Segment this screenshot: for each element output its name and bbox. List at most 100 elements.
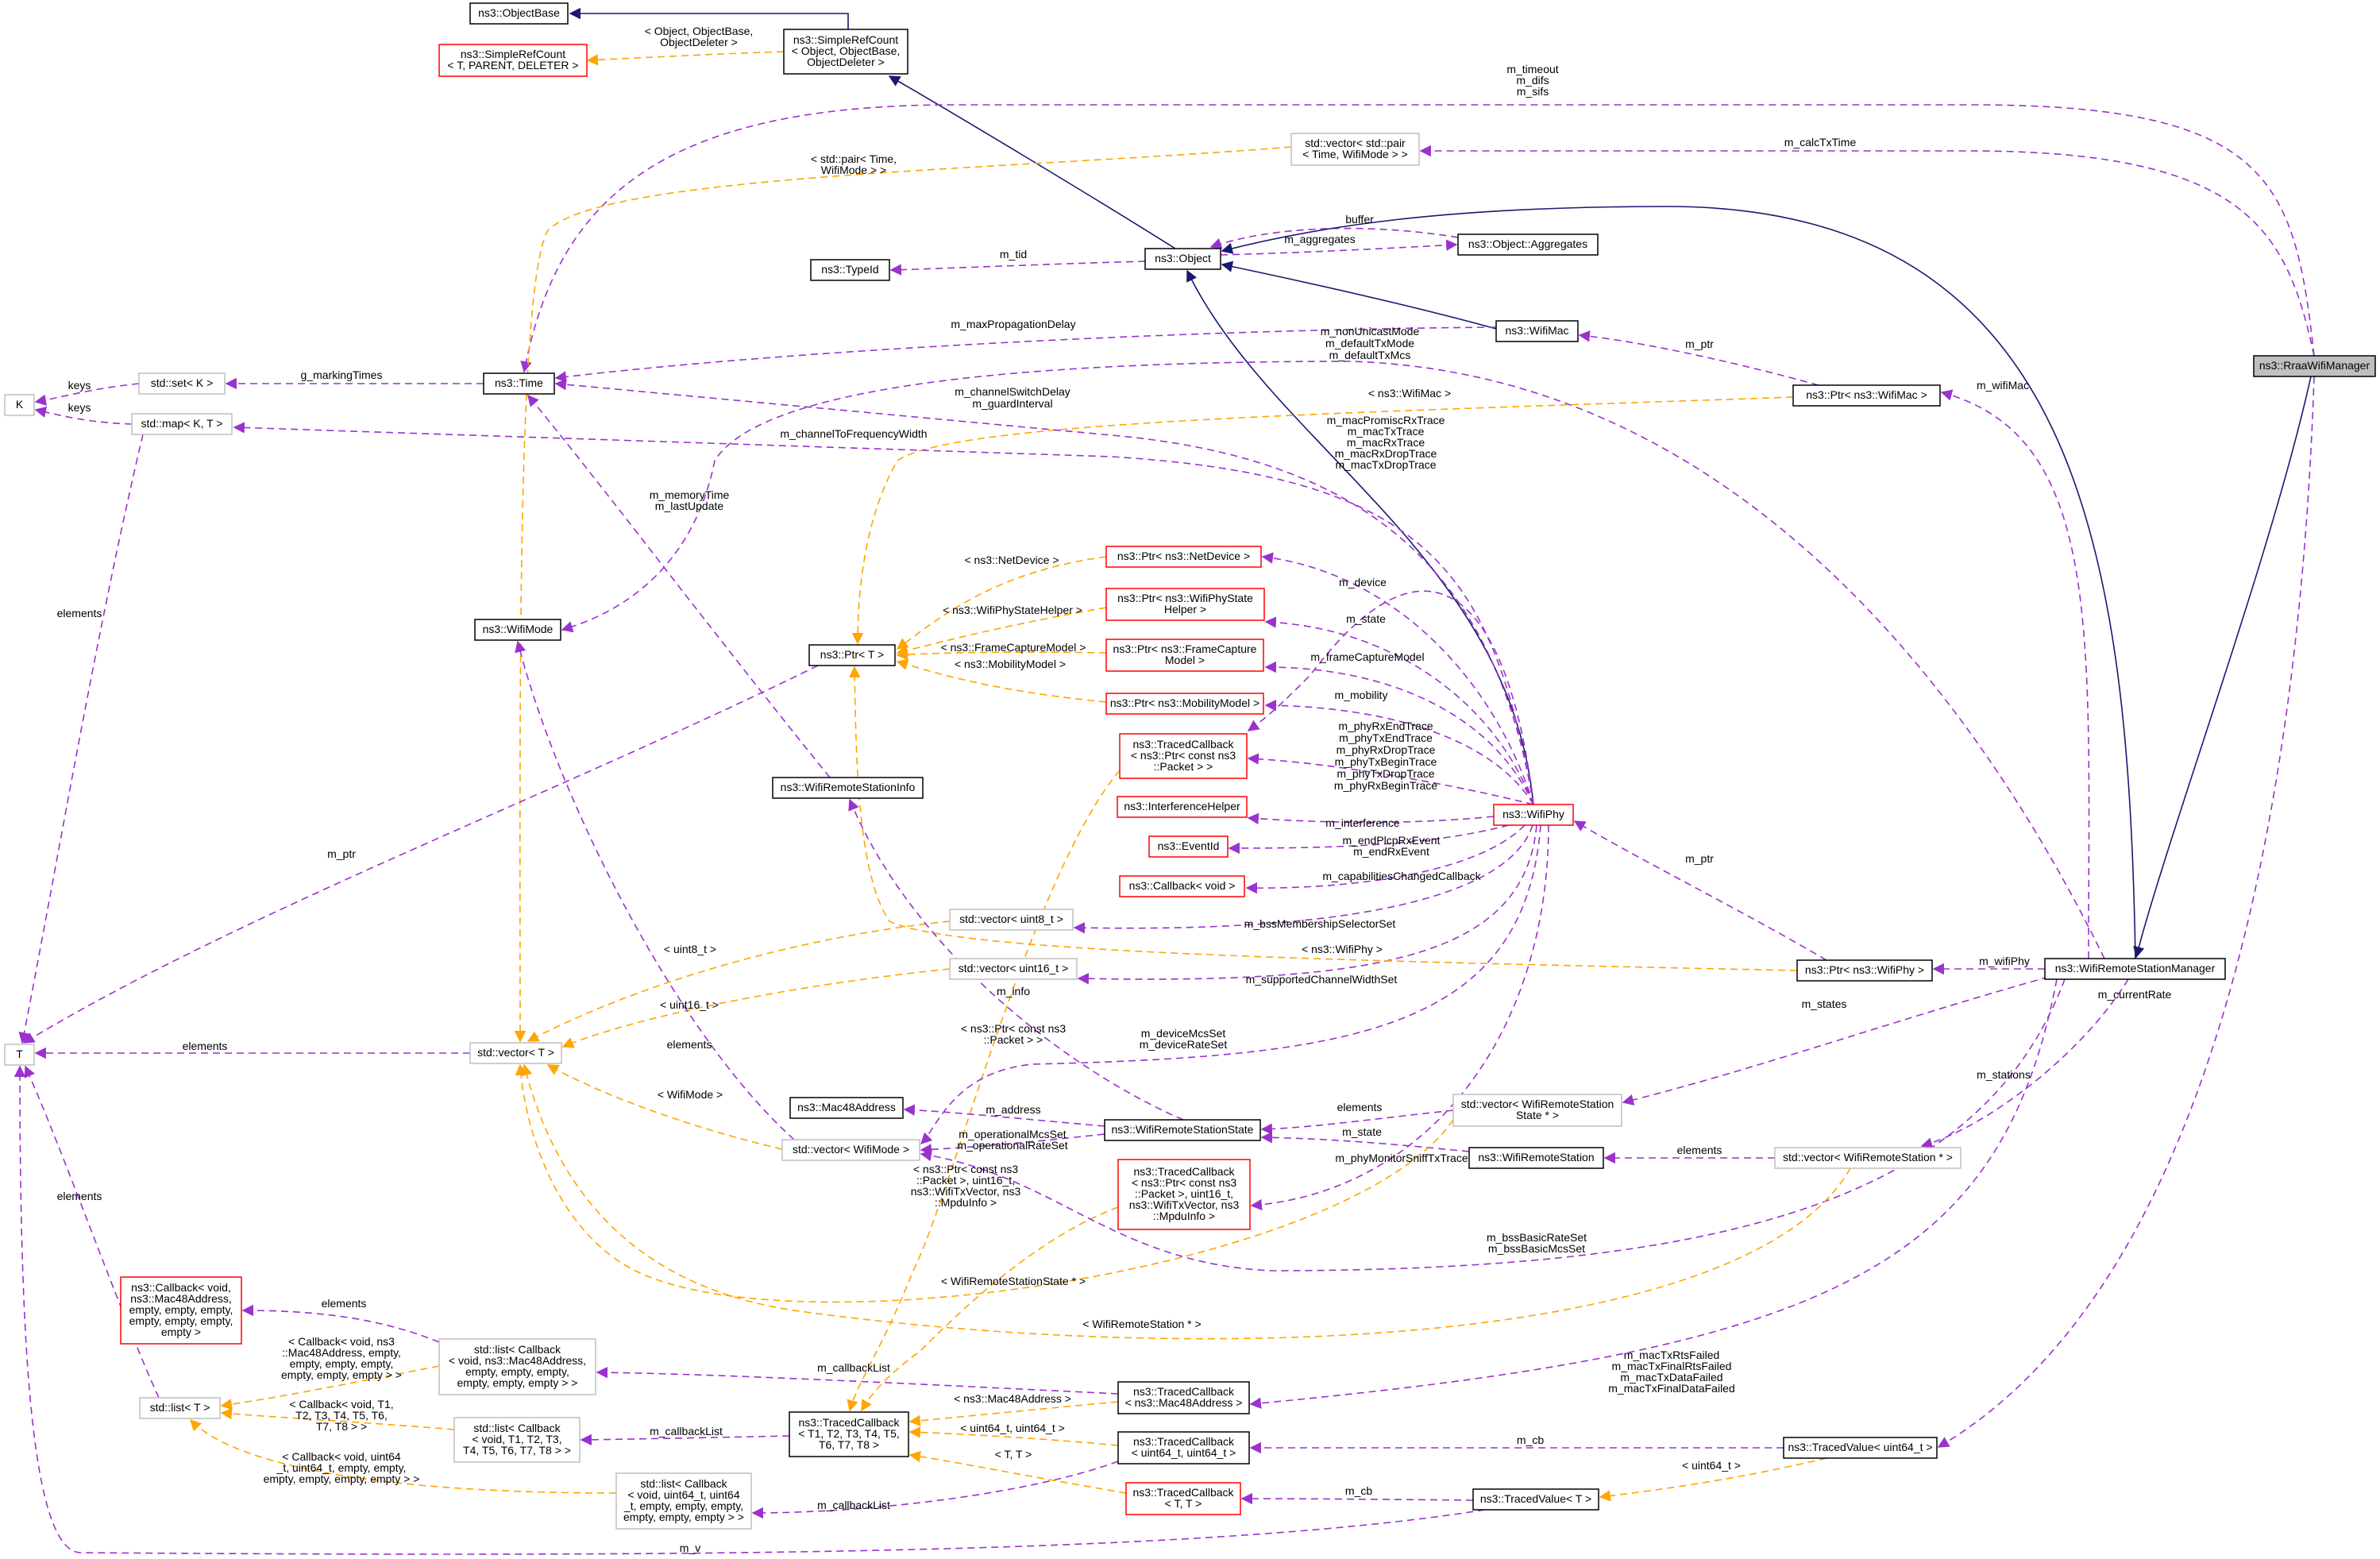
class-node-ptr-t[interactable]: ns3::Ptr< T > — [808, 644, 896, 666]
class-node-object[interactable]: ns3::Object — [1144, 248, 1221, 270]
class-node-ptr-framecapturemodel[interactable]: ns3::Ptr< ns3::FrameCaptureModel > — [1105, 639, 1264, 672]
class-node-tracedcallback-mac48[interactable]: ns3::TracedCallback< ns3::Mac48Address > — [1117, 1381, 1250, 1414]
node-label: ns3::Ptr< ns3::WifiPhy > — [1805, 963, 1924, 976]
edge-usage-wifiphy-to-tracedcallback-mpdu — [1250, 824, 1549, 1211]
edge-label: m_callbackList — [817, 1499, 890, 1511]
class-node-set-k[interactable]: std::set< K > — [138, 372, 226, 395]
class-node-callback-void[interactable]: ns3::Callback< void > — [1119, 875, 1245, 897]
class-node-ptr-netdevice[interactable]: ns3::Ptr< ns3::NetDevice > — [1105, 546, 1262, 568]
node-label: ns3::Callback< void, — [131, 1281, 231, 1294]
node-label: empty, empty, empty, — [465, 1365, 569, 1378]
class-node-list-t[interactable]: std::list< T > — [139, 1397, 221, 1419]
edge-usage-tracedvalue-t-to-t-left — [14, 1065, 1486, 1555]
edge-template-tracedcallback-uint64-to-tracedcallback-generic — [908, 1426, 1119, 1446]
class-node-eventid[interactable]: ns3::EventId — [1148, 835, 1229, 858]
node-label: empty, empty, empty > > — [457, 1376, 578, 1389]
class-node-object-aggregates[interactable]: ns3::Object::Aggregates — [1457, 233, 1599, 256]
edge-label: < WifiMode > — [658, 1088, 723, 1101]
edge-usage-wifi-remote-station-state-to-mac48address — [903, 1104, 1105, 1127]
edge-label: m_currentRate — [2098, 988, 2172, 1001]
class-node-wifi-remote-station[interactable]: ns3::WifiRemoteStation — [1468, 1147, 1604, 1169]
class-node-map-k-t[interactable]: std::map< K, T > — [131, 413, 233, 435]
edge-usage-wifimac-to-time — [554, 326, 1497, 383]
class-node-tracedcallback-mpdu[interactable]: ns3::TracedCallback< ns3::Ptr< const ns3… — [1117, 1159, 1251, 1230]
node-label: ns3::Object::Aggregates — [1468, 237, 1587, 250]
edge-label: m_deviceRateSet — [1140, 1038, 1228, 1051]
edge-usage-wifi-remote-station-manager-to-tracedcallback-mac48 — [1249, 978, 2058, 1409]
class-node-tracedcallback-t-t[interactable]: ns3::TracedCallback< T, T > — [1125, 1482, 1241, 1515]
class-node-vector-t[interactable]: std::vector< T > — [469, 1042, 562, 1064]
node-label: ::MpduInfo > — [1153, 1210, 1215, 1222]
class-node-typeid[interactable]: ns3::TypeId — [810, 259, 890, 281]
class-node-mac48address[interactable]: ns3::Mac48Address — [789, 1097, 904, 1119]
class-node-callback-mac48-full[interactable]: ns3::Callback< void,ns3::Mac48Address,em… — [120, 1276, 242, 1345]
edge-usage-object-to-typeid — [889, 260, 1146, 276]
class-node-vector-wifi-remote-station[interactable]: std::vector< WifiRemoteStation * > — [1774, 1147, 1961, 1169]
edge-label: < std::pair< Time, — [811, 152, 897, 165]
edge-label: < ns3::FrameCaptureModel > — [941, 641, 1086, 654]
edge-label: keys — [68, 401, 91, 414]
node-label: ns3::TracedCallback — [1133, 1385, 1235, 1398]
class-node-object-base[interactable]: ns3::ObjectBase — [469, 2, 569, 25]
edge-label: m_macTxDataFailed — [1620, 1371, 1722, 1383]
class-node-wifimac[interactable]: ns3::WifiMac — [1495, 320, 1579, 342]
class-node-vector-wifimode[interactable]: std::vector< WifiMode > — [781, 1139, 920, 1161]
node-label: ns3::WifiTxVector, ns3 — [1129, 1198, 1240, 1211]
class-node-vector-uint8[interactable]: std::vector< uint8_t > — [949, 909, 1074, 931]
class-node-time[interactable]: ns3::Time — [483, 372, 555, 395]
class-node-t-left[interactable]: T — [4, 1044, 35, 1066]
edge-label: < ns3::WifiPhyStateHelper > — [943, 604, 1082, 616]
class-node-ptr-wifiphy[interactable]: ns3::Ptr< ns3::WifiPhy > — [1796, 959, 1933, 982]
node-label: std::vector< std::pair — [1305, 137, 1406, 149]
node-label: std::list< T > — [150, 1401, 210, 1414]
node-label: std::vector< WifiRemoteStation — [1461, 1098, 1614, 1110]
edge-label: m_phyRxEndTrace — [1338, 720, 1433, 732]
class-node-simple-ref-count-object[interactable]: ns3::SimpleRefCount< Object, ObjectBase,… — [783, 29, 908, 75]
edge-label: m_maxPropagationDelay — [951, 318, 1075, 330]
class-node-vector-pair-time-wifimode[interactable]: std::vector< std::pair< Time, WifiMode >… — [1290, 133, 1420, 166]
class-node-tracedcallback-generic[interactable]: ns3::TracedCallback< T1, T2, T3, T4, T5,… — [789, 1411, 909, 1457]
node-label: std::set< K > — [151, 376, 214, 389]
edges-layer — [14, 7, 2315, 1555]
edge-label: m_mobility — [1335, 689, 1388, 701]
edge-label: m_macTxRtsFailed — [1624, 1349, 1720, 1361]
node-box — [1104, 1119, 1261, 1141]
class-node-vector-uint16[interactable]: std::vector< uint16_t > — [949, 958, 1078, 980]
edge-label: < uint8_t > — [664, 943, 716, 955]
class-node-ptr-wifimac[interactable]: ns3::Ptr< ns3::WifiMac > — [1792, 384, 1941, 407]
class-node-simple-ref-count-template[interactable]: ns3::SimpleRefCount< T, PARENT, DELETER … — [438, 44, 588, 77]
edge-label: elements — [1337, 1101, 1383, 1113]
edge-label: m_state — [1342, 1125, 1382, 1138]
node-box — [1452, 1094, 1622, 1127]
node-label: ns3::SimpleRefCount — [461, 48, 565, 60]
class-node-k[interactable]: K — [4, 394, 35, 416]
class-node-rraa-wifi-manager[interactable]: ns3::RraaWifiManager — [2253, 355, 2376, 377]
class-node-interference-helper[interactable]: ns3::InterferenceHelper — [1117, 796, 1248, 818]
class-node-ptr-wifiphystatehelper[interactable]: ns3::Ptr< ns3::WifiPhyStateHelper > — [1105, 588, 1265, 621]
class-node-vector-wifi-remote-station-state[interactable]: std::vector< WifiRemoteStationState * > — [1452, 1094, 1622, 1127]
class-node-tracedvalue-t[interactable]: ns3::TracedValue< T > — [1472, 1488, 1599, 1511]
edge-template-ptr-mobilitymodel-to-ptr-t — [896, 658, 1107, 703]
class-node-wifi-remote-station-info[interactable]: ns3::WifiRemoteStationInfo — [772, 777, 924, 799]
node-box — [615, 1472, 752, 1530]
class-node-ptr-mobilitymodel[interactable]: ns3::Ptr< ns3::MobilityModel > — [1105, 693, 1264, 715]
edge-usage-wifiphy-to-ptr-netdevice — [1261, 552, 1534, 805]
class-node-tracedvalue-uint64[interactable]: ns3::TracedValue< uint64_t > — [1783, 1437, 1938, 1459]
class-node-list-callback-mac48[interactable]: std::list< Callback< void, ns3::Mac48Add… — [438, 1338, 596, 1395]
class-node-wifi-remote-station-state[interactable]: ns3::WifiRemoteStationState — [1104, 1119, 1261, 1141]
edge-template-tracedvalue-uint64-to-tracedvalue-t — [1599, 1457, 1827, 1502]
class-node-wifiphy[interactable]: ns3::WifiPhy — [1493, 804, 1574, 826]
node-box — [1457, 233, 1599, 256]
edge-label: m_deviceMcsSet — [1141, 1027, 1226, 1040]
node-box — [138, 372, 226, 395]
class-node-list-callback-uint64[interactable]: std::list< Callback< void, uint64_t, uin… — [615, 1472, 752, 1530]
node-box — [1125, 1482, 1241, 1515]
class-node-wifi-remote-station-manager[interactable]: ns3::WifiRemoteStationManager — [2044, 958, 2226, 980]
class-node-tracedcallback-uint64[interactable]: ns3::TracedCallback< uint64_t, uint64_t … — [1117, 1431, 1250, 1464]
class-node-list-callback-void-t[interactable]: std::list< Callback< void, T1, T2, T3,T4… — [453, 1417, 581, 1463]
class-node-tracedcallback-packet[interactable]: ns3::TracedCallback< ns3::Ptr< const ns3… — [1119, 733, 1248, 779]
edge-label: m_cb — [1517, 1434, 1544, 1446]
node-label: std::vector< WifiMode > — [793, 1143, 909, 1156]
edge-label: T7, T8 > > — [316, 1420, 367, 1433]
class-node-wifimode[interactable]: ns3::WifiMode — [474, 619, 561, 641]
